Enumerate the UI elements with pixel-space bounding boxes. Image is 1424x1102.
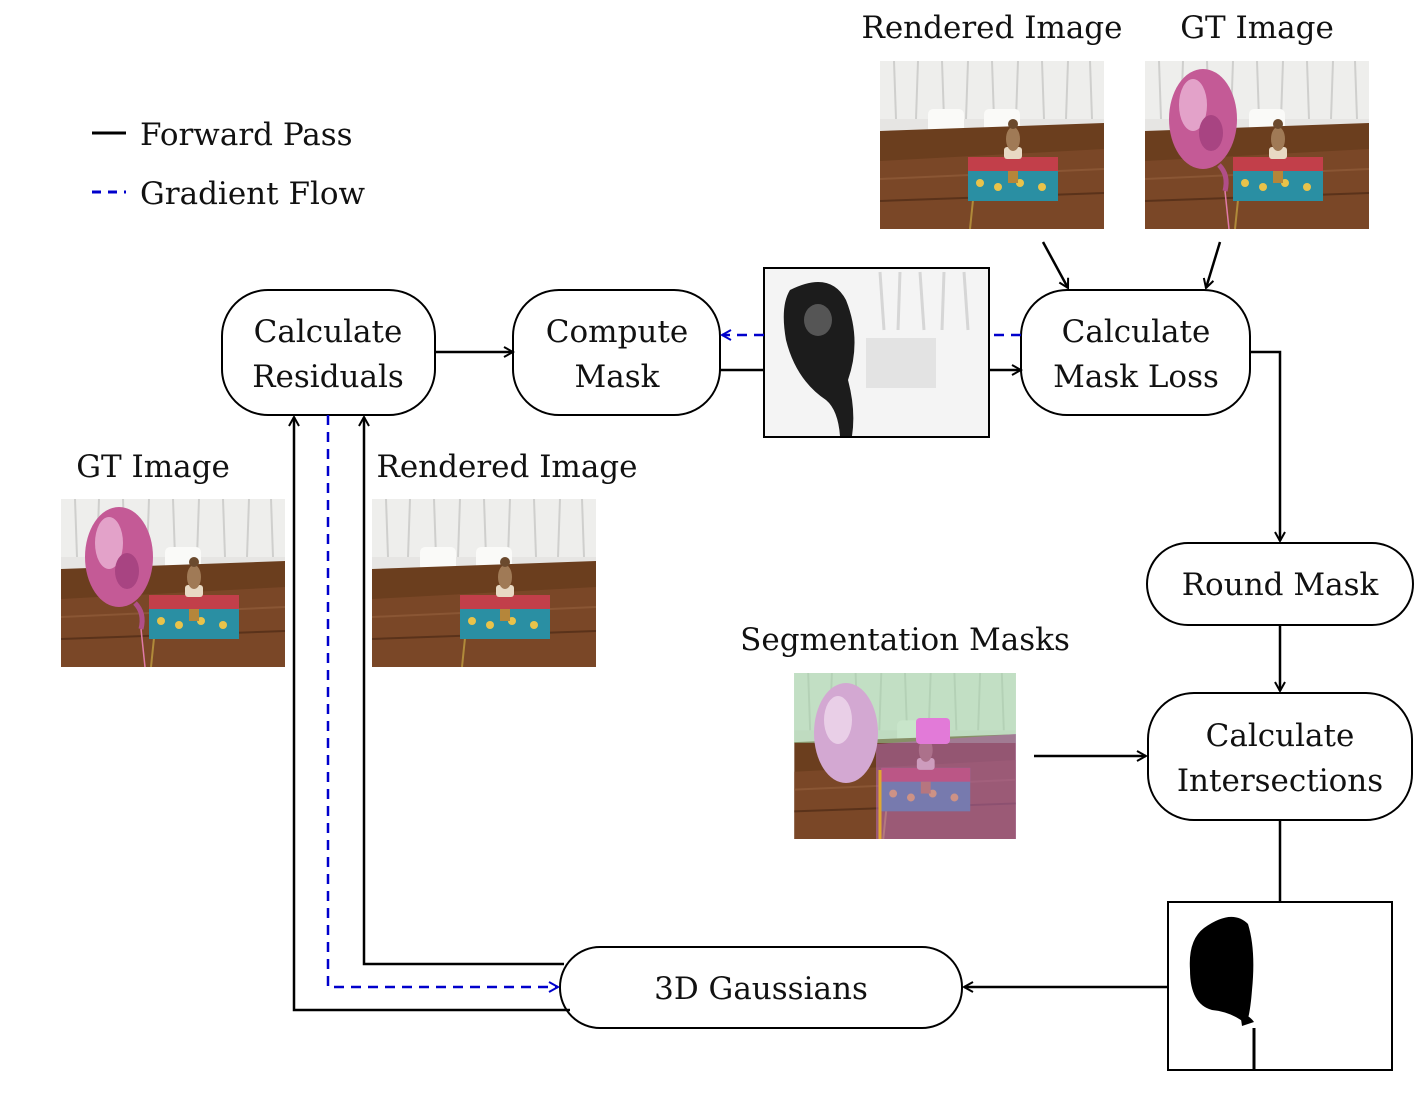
calculate-residuals-line1: Calculate bbox=[254, 314, 403, 350]
forward-pass-arrows bbox=[294, 241, 1280, 1012]
intersection-mask-image bbox=[1167, 901, 1393, 1071]
legend-gradient-label: Gradient Flow bbox=[140, 176, 366, 212]
arrow-gaussians-to-residuals-outer bbox=[294, 417, 570, 1012]
compute-mask-line1: Compute bbox=[546, 314, 688, 350]
segmentation-masks-label: Segmentation Masks bbox=[740, 622, 1070, 658]
round-mask-node: Round Mask bbox=[1146, 542, 1414, 626]
calculate-residuals-node: Calculate Residuals bbox=[221, 289, 436, 416]
arrow-gaussians-to-residuals-inner bbox=[364, 417, 564, 966]
arrow-mask-loss-to-round-mask bbox=[1250, 350, 1280, 541]
gt-image-top-label: GT Image bbox=[1180, 10, 1334, 46]
calculate-mask-loss-node: Calculate Mask Loss bbox=[1020, 289, 1251, 416]
rendered-image-left-label: Rendered Image bbox=[376, 449, 637, 485]
rendered-image-left bbox=[372, 499, 596, 667]
compute-mask-line2: Mask bbox=[575, 359, 660, 395]
calculate-intersections-line1: Calculate bbox=[1206, 718, 1355, 754]
residual-image bbox=[763, 267, 990, 438]
calculate-intersections-node: Calculate Intersections bbox=[1147, 692, 1413, 821]
calculate-intersections-line2: Intersections bbox=[1177, 763, 1383, 799]
segmentation-masks-image bbox=[794, 673, 1016, 839]
legend: Forward Pass Gradient Flow bbox=[92, 117, 366, 212]
calculate-mask-loss-line2: Mask Loss bbox=[1053, 359, 1219, 395]
legend-forward-label: Forward Pass bbox=[140, 117, 353, 153]
gt-image-left bbox=[61, 499, 285, 667]
gradient-arrow-to-gaussians bbox=[326, 415, 558, 987]
rendered-image-top-label: Rendered Image bbox=[861, 10, 1122, 46]
compute-mask-node: Compute Mask bbox=[512, 289, 721, 416]
gaussians-3d-label: 3D Gaussians bbox=[654, 971, 868, 1007]
calculate-residuals-line2: Residuals bbox=[252, 359, 404, 395]
gaussians-3d-node: 3D Gaussians bbox=[559, 946, 963, 1029]
gt-image-top bbox=[1145, 61, 1369, 229]
arrow-rendered-top-to-mask-loss bbox=[1041, 241, 1070, 288]
round-mask-label: Round Mask bbox=[1182, 567, 1379, 603]
gt-image-left-label: GT Image bbox=[76, 449, 230, 485]
calculate-mask-loss-line1: Calculate bbox=[1062, 314, 1211, 350]
arrow-gt-top-to-mask-loss bbox=[1206, 241, 1222, 288]
rendered-image-top bbox=[880, 61, 1104, 229]
gradient-flow-arrows bbox=[326, 335, 1021, 987]
